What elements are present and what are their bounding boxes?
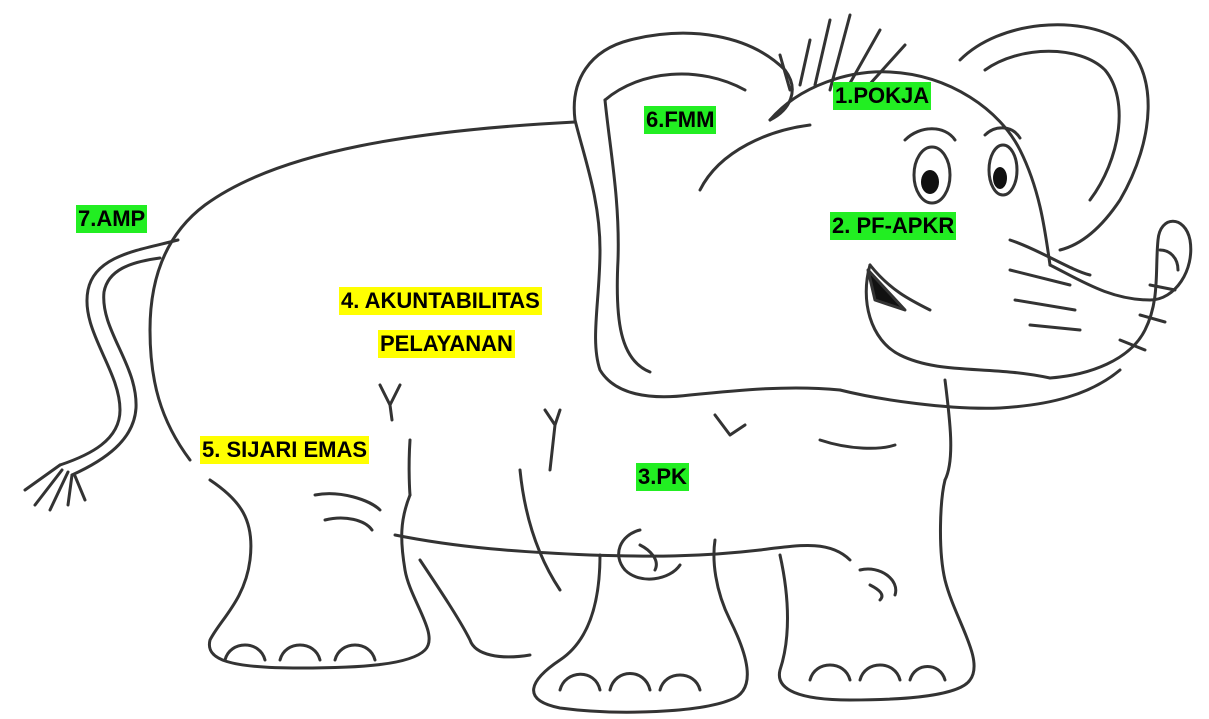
elephant-belly-outline xyxy=(395,535,760,556)
label-akuntabilitas-line1: 4. AKUNTABILITAS xyxy=(339,287,542,315)
elephant-back-leg-left xyxy=(209,480,429,668)
label-sijari-emas: 5. SIJARI EMAS xyxy=(200,436,369,464)
label-fmm: 6.FMM xyxy=(644,106,716,134)
label-pokja: 1.POKJA xyxy=(833,82,931,110)
elephant-toes xyxy=(560,674,700,691)
elephant-tail xyxy=(60,240,178,465)
elephant-right-ear xyxy=(960,25,1148,250)
label-pf-apkr: 2. PF-APKR xyxy=(830,212,956,240)
elephant-front-leg-left xyxy=(534,540,748,712)
label-akuntabilitas-line2: PELAYANAN xyxy=(378,330,515,358)
elephant-back-leg-right xyxy=(420,560,530,657)
label-amp: 7.AMP xyxy=(76,205,147,233)
label-pk: 3.PK xyxy=(636,463,689,491)
elephant-mouth xyxy=(866,265,1050,378)
